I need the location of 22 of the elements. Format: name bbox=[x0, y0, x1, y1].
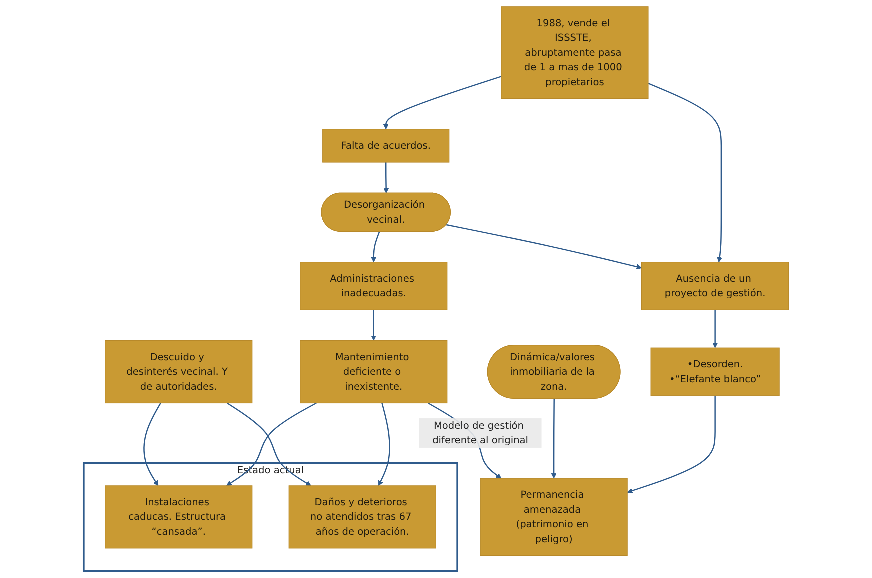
node-box: Permanencia amenazada (patrimonio en peligro) bbox=[480, 478, 628, 556]
node-box: Administraciones inadecuadas. bbox=[300, 262, 448, 310]
node-box: Mantenimiento deficiente o inexistente. bbox=[300, 340, 448, 404]
arrow bbox=[378, 403, 390, 486]
arrow bbox=[370, 310, 376, 341]
arrow bbox=[383, 162, 389, 194]
arrow bbox=[712, 310, 718, 348]
edge-label: Modelo de gestión diferente al original bbox=[432, 420, 528, 446]
arrow bbox=[383, 76, 502, 130]
node-box: Descuido y desinterés vecinal. Y de autoridades. bbox=[104, 340, 252, 404]
node-box: 1988, vende el ISSSTE, abruptamente pasa de 1 a mas de 1000 propietarios bbox=[500, 6, 648, 100]
arrow bbox=[551, 398, 556, 479]
arrow bbox=[648, 83, 722, 263]
arrow bbox=[446, 224, 642, 270]
node-box: Ausencia de un proyecto de gestión. bbox=[641, 262, 789, 310]
node-box: Falta de acuerdos. bbox=[322, 129, 450, 163]
arrow bbox=[370, 232, 380, 263]
node-box: •Desorden. •“Elefante blanco” bbox=[650, 348, 780, 396]
arrow bbox=[143, 402, 162, 486]
node-box: Daños y deterioros no atendidos tras 67 años de operación. bbox=[288, 486, 436, 549]
arrow bbox=[626, 396, 716, 494]
node-box: Instalaciones caducas. Estructura “cansada”. bbox=[104, 486, 252, 549]
